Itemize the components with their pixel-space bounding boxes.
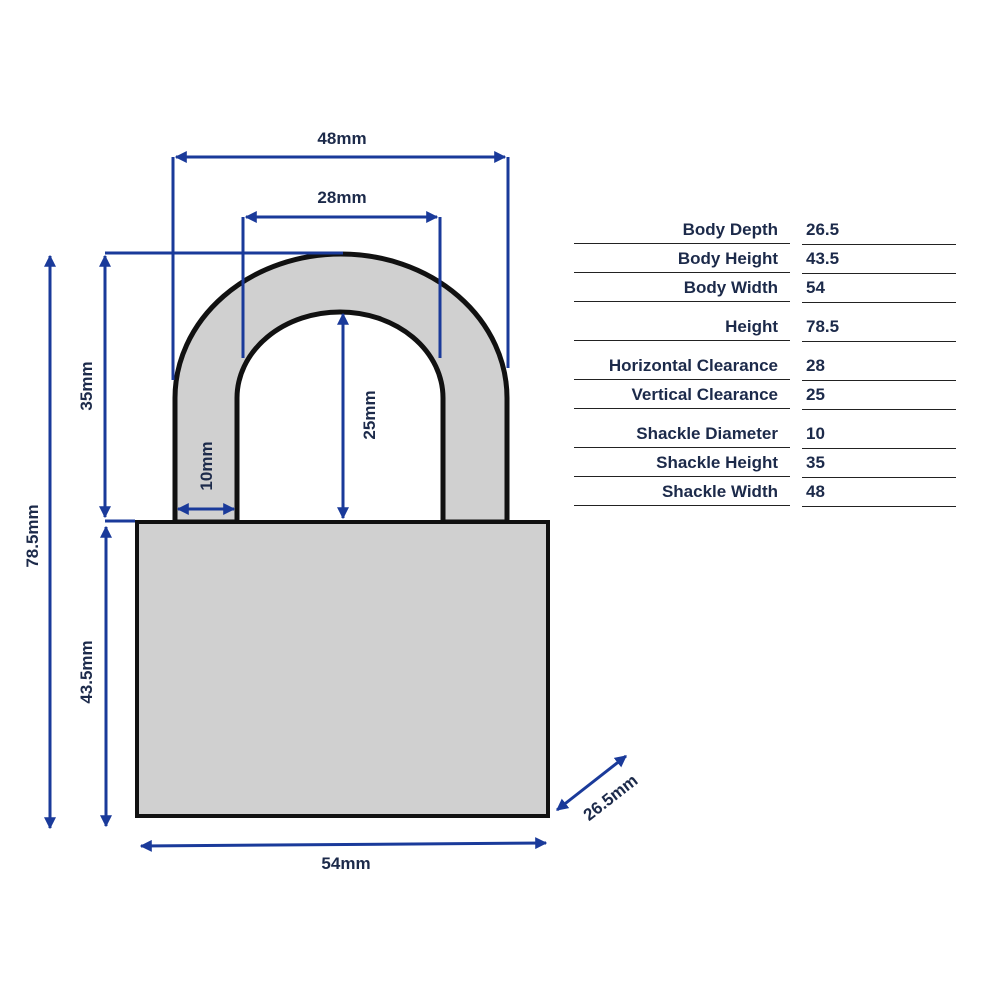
spec-value: 10 [802, 419, 956, 449]
spec-label: Shackle Height [574, 448, 790, 477]
shackle-width-dimension [171, 151, 510, 380]
vertical-clearance-label: 25mm [360, 390, 379, 439]
height-label: 78.5mm [23, 504, 42, 567]
spec-label: Vertical Clearance [574, 380, 790, 409]
spec-value: 54 [802, 273, 956, 303]
body-depth-dimension [556, 754, 627, 812]
horizontal-clearance-label: 28mm [317, 188, 366, 207]
spec-value: 78.5 [802, 312, 956, 342]
spec-label: Shackle Width [574, 477, 790, 506]
spec-row-shackle-diameter: Shackle Diameter 10 [574, 419, 956, 449]
body-height-label: 43.5mm [77, 640, 96, 703]
spec-value: 48 [802, 477, 956, 507]
spec-label: Horizontal Clearance [574, 351, 790, 380]
spec-row-body-depth: Body Depth 26.5 [574, 215, 956, 245]
horizontal-clearance-dimension [241, 211, 442, 358]
spec-label: Height [574, 312, 790, 341]
spec-row-horizontal-clearance: Horizontal Clearance 28 [574, 351, 956, 381]
spec-label: Body Width [574, 273, 790, 302]
body-width-dimension [139, 837, 548, 852]
spec-value: 28 [802, 351, 956, 381]
spec-label: Body Depth [574, 215, 790, 244]
shackle-height-label: 35mm [77, 361, 96, 410]
spec-row-shackle-height: Shackle Height 35 [574, 448, 956, 478]
specifications-table: Body Depth 26.5 Body Height 43.5 Body Wi… [574, 215, 956, 507]
shackle-width-label: 48mm [317, 129, 366, 148]
body-width-label: 54mm [321, 854, 370, 873]
spec-label: Shackle Diameter [574, 419, 790, 448]
padlock-body [135, 520, 550, 818]
padlock-shackle [172, 251, 510, 525]
spec-row-height: Height 78.5 [574, 312, 956, 342]
spec-row-shackle-width: Shackle Width 48 [574, 477, 956, 507]
spec-value: 43.5 [802, 244, 956, 274]
spec-value: 35 [802, 448, 956, 478]
body-depth-label: 26.5mm [580, 771, 642, 825]
spec-value: 26.5 [802, 215, 956, 245]
spec-row-body-width: Body Width 54 [574, 273, 956, 303]
spec-label: Body Height [574, 244, 790, 273]
spec-value: 25 [802, 380, 956, 410]
spec-row-vertical-clearance: Vertical Clearance 25 [574, 380, 956, 410]
shackle-height-dimension [99, 251, 343, 523]
shackle-diameter-label: 10mm [197, 441, 216, 490]
spec-row-body-height: Body Height 43.5 [574, 244, 956, 274]
